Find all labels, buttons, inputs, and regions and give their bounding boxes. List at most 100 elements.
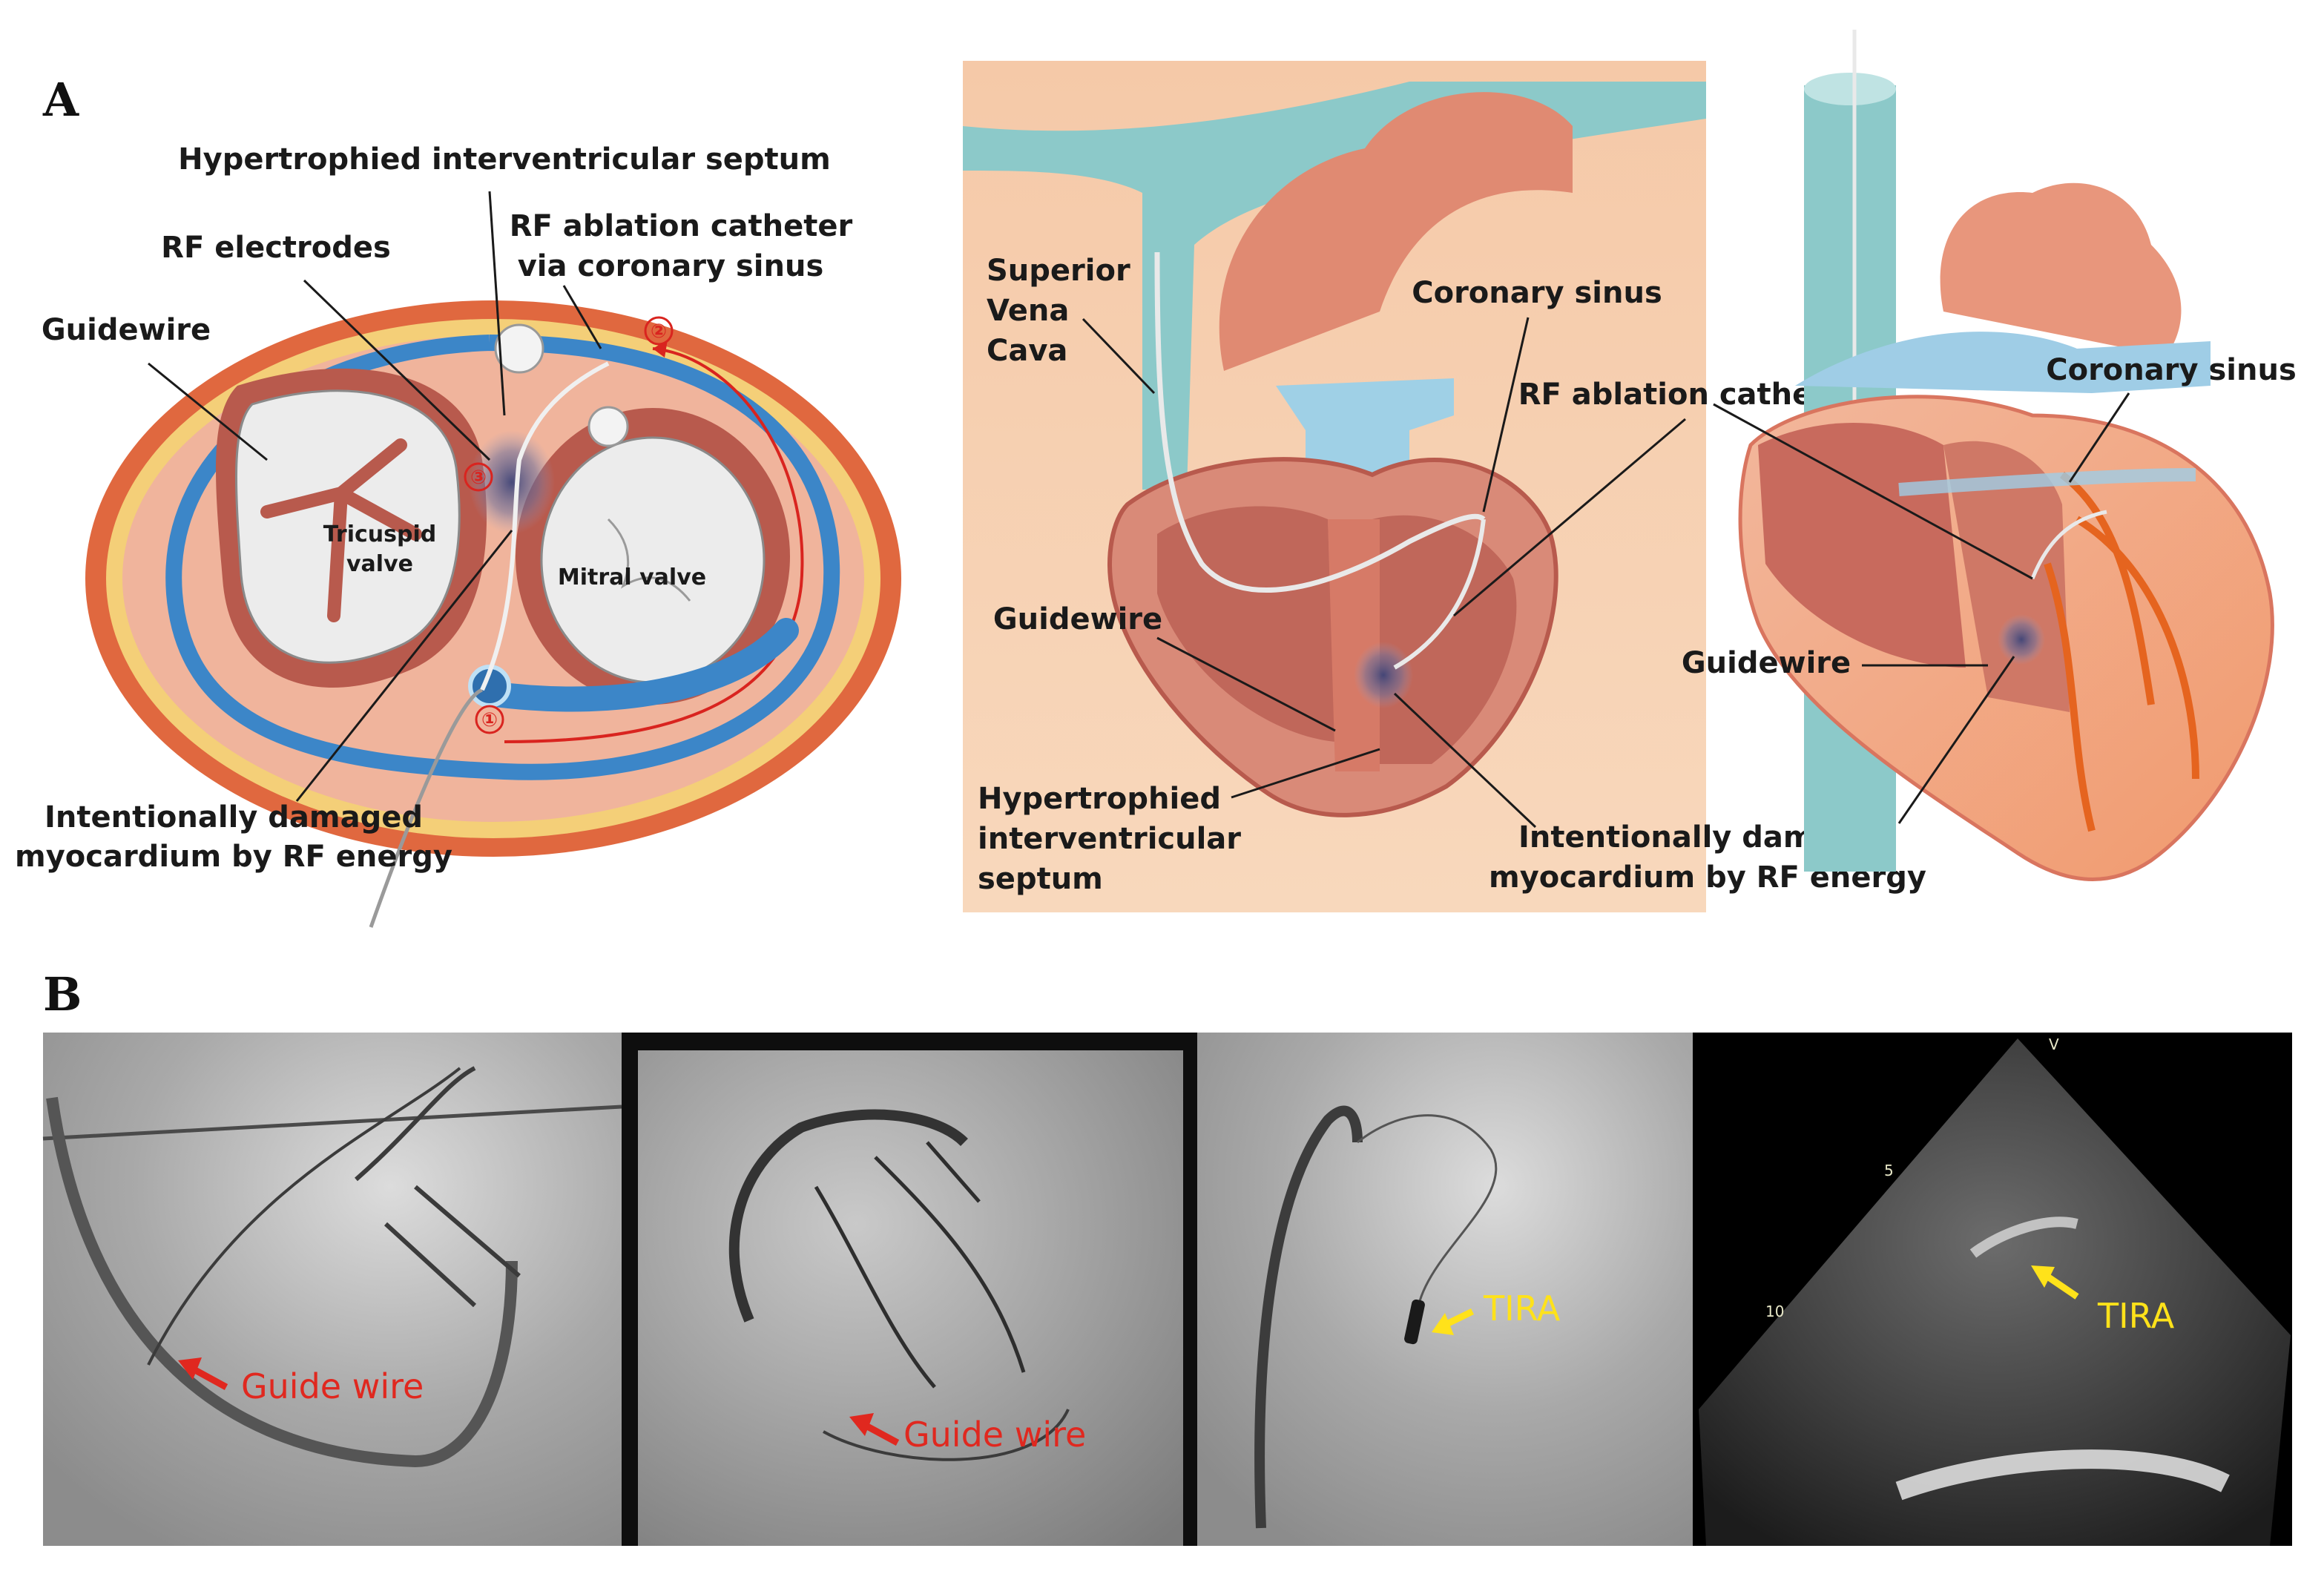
- xray-background: [638, 1050, 1183, 1546]
- tira-device: [1404, 1299, 1425, 1345]
- fluoroscopy-3: TIRA: [1197, 1033, 1693, 1546]
- arrow-head: [178, 1357, 202, 1380]
- step-2-label: ②: [651, 320, 667, 343]
- label-svc-1: Superior: [987, 254, 1130, 288]
- label-damaged-2: myocardium by RF energy: [15, 840, 452, 874]
- guide-wire: [147, 1067, 461, 1366]
- leader-rf-catheter-right: [1713, 403, 2033, 580]
- echocardiogram-4: V 5 10 TIRA: [1693, 1033, 2292, 1546]
- coronary-vessels: [814, 1141, 1026, 1389]
- leader-guidewire: [1156, 636, 1336, 732]
- step-marker-1: [475, 705, 504, 734]
- catheter-shadow: [728, 1109, 968, 1323]
- ablation-lesion: [1998, 614, 2045, 665]
- leader-septum: [488, 191, 506, 416]
- label-coronary-sinus: Coronary sinus: [2046, 353, 2297, 387]
- annotation-tira: TIRA: [1483, 1288, 1561, 1329]
- label-septum: Hypertrophied interventricular septum: [178, 142, 831, 177]
- catheter-shadow: [46, 1096, 518, 1468]
- guidewire-in-heart: [480, 361, 610, 691]
- label-septum-2: interventricular: [978, 822, 1241, 856]
- echo-tick-10: 10: [1765, 1303, 1784, 1320]
- leader-rf-catheter: [562, 285, 602, 349]
- label-tricuspid-2: valve: [346, 551, 413, 577]
- ablation-lesion: [1354, 642, 1413, 708]
- echo-device-shadow: [1969, 1217, 2078, 1258]
- aorta: [1940, 182, 2182, 356]
- echo-tick-v: V: [2049, 1036, 2059, 1053]
- angiogram-2: Guide wire: [622, 1033, 1197, 1546]
- label-svc-2: Vena: [987, 294, 1069, 328]
- leader-coronary-sinus: [2068, 392, 2130, 483]
- xray-background: [43, 1033, 622, 1546]
- echo-bright-wall: [1895, 1449, 2230, 1501]
- leader-damaged: [1393, 692, 1537, 829]
- left-ventricle: [1372, 515, 1517, 764]
- annotation-guide-wire: Guide wire: [903, 1415, 1086, 1455]
- arrow-head: [849, 1413, 874, 1436]
- echo-tick-5: 5: [1884, 1162, 1894, 1179]
- ablation-lesion: [469, 430, 555, 534]
- panel-label-b: B: [43, 967, 82, 1021]
- echo-sector: [1699, 1038, 2291, 1546]
- xray-wire: [42, 1104, 622, 1141]
- catheter-route: [504, 347, 804, 743]
- step-marker-3: [464, 462, 493, 492]
- external-heart-illustration: Coronary sinus Guidewire: [1682, 30, 2297, 881]
- label-septum-3: septum: [978, 862, 1103, 896]
- coronary-arteries: [2044, 472, 2199, 832]
- label-rf-electrodes: RF electrodes: [161, 231, 391, 265]
- leader-rf-catheter: [1453, 418, 1686, 617]
- coronary-sinus-vessel: [1898, 468, 2196, 496]
- guidewire-tip: [1393, 518, 1486, 670]
- step-1-label: ①: [481, 709, 498, 731]
- heart-cutaway-illustration: Superior Vena Cava Coronary sinus RF abl…: [963, 61, 1926, 912]
- leader-svc: [1082, 317, 1156, 395]
- leader-damaged-right: [1897, 656, 2015, 824]
- coronary-vessel-ring: [165, 335, 840, 780]
- label-rf-catheter-2: via coronary sinus: [518, 249, 824, 283]
- cross-section-illustration: ① ② ③ Hypertrophied interventricular sep…: [15, 142, 901, 928]
- label-tricuspid-1: Tricuspid: [323, 521, 436, 547]
- guidewire-line: [369, 688, 484, 928]
- tricuspid-valve: [235, 389, 461, 664]
- coronary-sinus-catheter: [477, 618, 799, 712]
- vena-cava-top: [1804, 73, 1896, 105]
- label-septum-1: Hypertrophied: [978, 782, 1221, 816]
- septum-muscle: [1328, 519, 1380, 771]
- leader-septum: [1231, 748, 1380, 799]
- pulmonary-vessels: [1795, 332, 2211, 393]
- annotation-tira: TIRA: [2097, 1296, 2175, 1336]
- guide-wire: [823, 1409, 1070, 1461]
- step-marker-2: [644, 316, 674, 346]
- mitral-valve: [540, 436, 766, 684]
- annotation-guide-wire: Guide wire: [241, 1366, 424, 1406]
- papillary-muscle: [587, 406, 629, 447]
- panel-label-a: A: [42, 73, 79, 127]
- leader-damaged: [295, 530, 513, 802]
- leader-guidewire: [148, 362, 268, 461]
- label-guidewire: Guidewire: [993, 602, 1162, 636]
- catheter-shadow: [1254, 1105, 1363, 1529]
- step-3-label: ③: [470, 467, 487, 489]
- label-damaged-1: Intentionally damaged: [45, 800, 423, 834]
- arrow-head: [1432, 1313, 1454, 1335]
- label-rf-catheter-1: RF ablation catheter: [510, 209, 853, 243]
- aortic-arch: [1219, 92, 1573, 371]
- label-coronary-sinus: Coronary sinus: [1412, 276, 1662, 310]
- arrow-head: [2031, 1265, 2055, 1288]
- label-guidewire: Guidewire: [1682, 646, 1851, 680]
- guide-wire: [1357, 1114, 1498, 1329]
- guidewire-tip: [2030, 510, 2107, 579]
- papillary-muscle: [494, 323, 544, 374]
- label-svc-3: Cava: [987, 334, 1067, 368]
- label-guidewire: Guidewire: [42, 313, 211, 347]
- mitral-leaflets: [607, 518, 691, 602]
- catheter-path: [1154, 251, 1486, 593]
- valve-leaflets: [260, 438, 422, 622]
- leader-rf-electrodes: [303, 279, 491, 461]
- label-mitral: Mitral valve: [558, 564, 706, 590]
- leader-coronary-sinus: [1482, 317, 1530, 513]
- coronary-vessels: [355, 1066, 521, 1308]
